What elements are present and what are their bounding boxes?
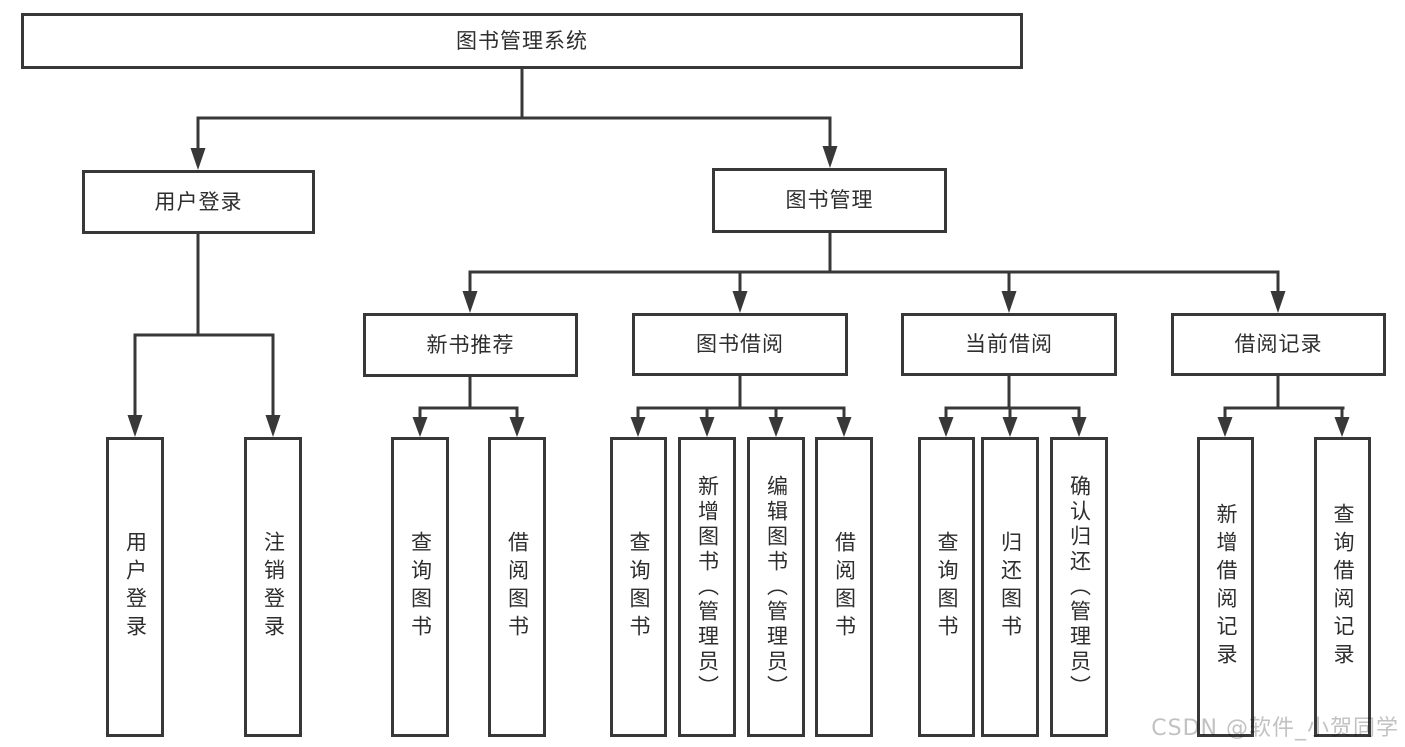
leaf-current-return-books: 归还图书 bbox=[981, 437, 1039, 737]
node-book-borrowing: 图书借阅 bbox=[632, 313, 848, 376]
node-book-management: 图书管理 bbox=[712, 168, 947, 233]
node-new-book-recommend: 新书推荐 bbox=[363, 313, 578, 377]
leaf-borrowing-query-books: 查询图书 bbox=[610, 437, 667, 737]
leaf-current-query-books: 查询图书 bbox=[918, 437, 975, 737]
node-borrowing-records: 借阅记录 bbox=[1171, 313, 1386, 376]
leaf-borrowing-add-books-admin: 新增图书（管理员） bbox=[678, 437, 736, 737]
node-root-library-management-system: 图书管理系统 bbox=[21, 13, 1023, 69]
watermark: CSDN @软件_小贺同学 bbox=[1151, 716, 1399, 741]
leaf-logout: 注销登录 bbox=[244, 437, 302, 737]
node-current-borrowing: 当前借阅 bbox=[901, 313, 1117, 376]
leaf-newbook-query-books: 查询图书 bbox=[391, 437, 449, 737]
leaf-user-login: 用户登录 bbox=[106, 437, 164, 737]
leaf-records-query-record: 查询借阅记录 bbox=[1314, 437, 1371, 737]
leaf-current-confirm-return-admin: 确认归还（管理员） bbox=[1050, 437, 1108, 737]
node-user-login: 用户登录 bbox=[82, 170, 315, 234]
leaf-newbook-borrow-books: 借阅图书 bbox=[488, 437, 546, 737]
leaf-borrowing-borrow-books: 借阅图书 bbox=[815, 437, 873, 737]
leaf-borrowing-edit-books-admin: 编辑图书（管理员） bbox=[747, 437, 805, 737]
leaf-records-add-record: 新增借阅记录 bbox=[1197, 437, 1254, 737]
